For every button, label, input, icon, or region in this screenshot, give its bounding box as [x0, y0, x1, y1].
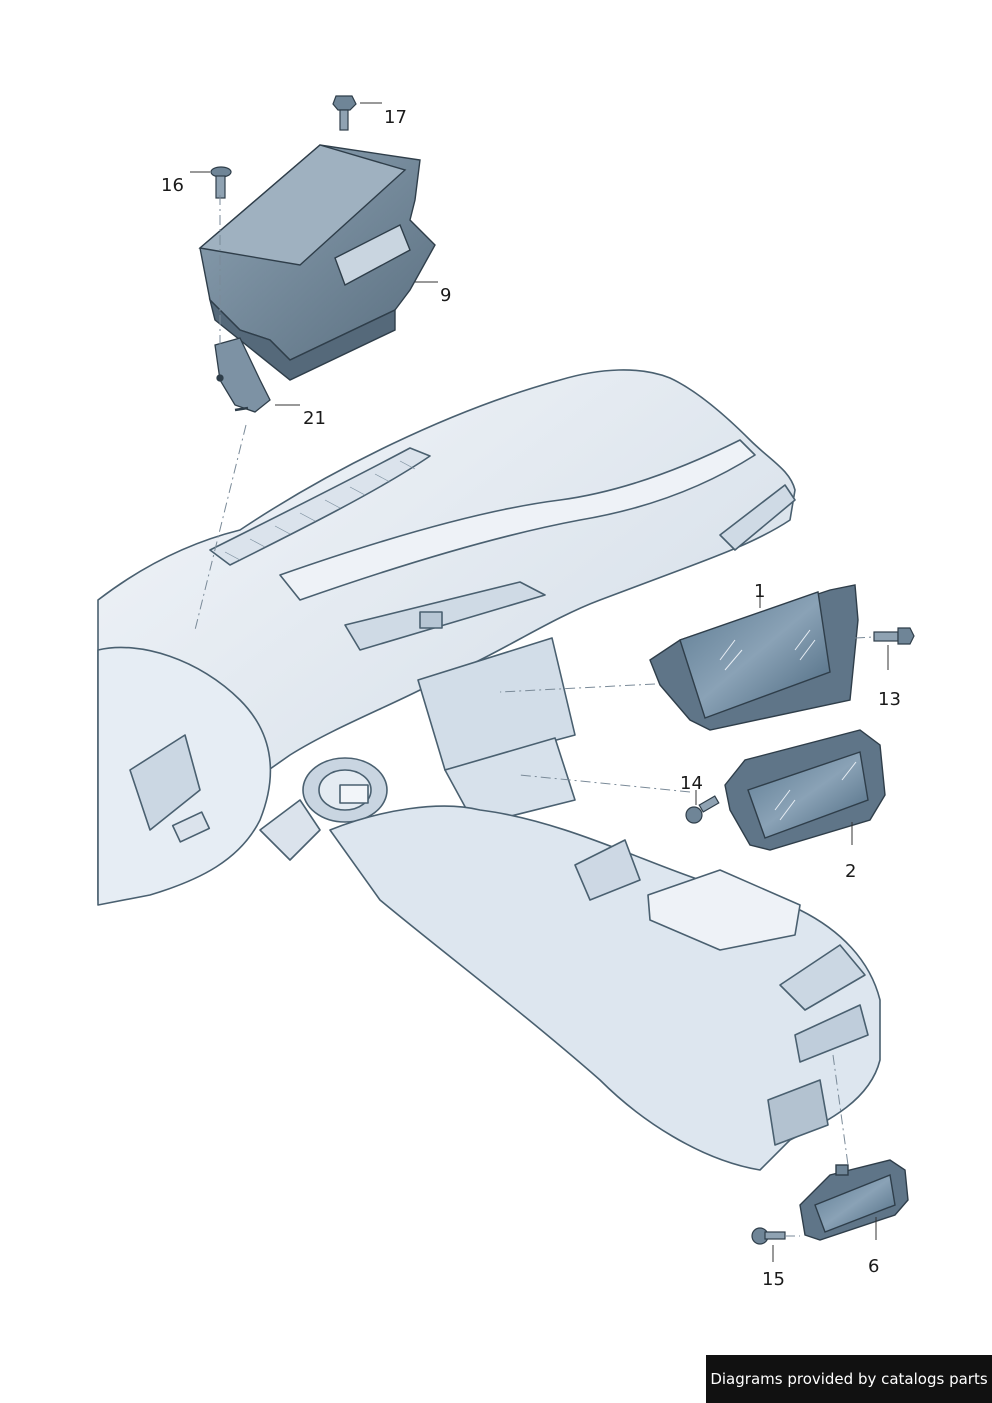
part-6-screen: [814, 1174, 896, 1233]
part-14-screw: [685, 795, 720, 824]
left-switch: [171, 811, 211, 843]
display-recess: [417, 637, 576, 771]
rear-console-display-slot: [794, 1004, 869, 1063]
right-air-vent: [719, 484, 796, 551]
part-9-cluster-housing: [198, 144, 436, 381]
label-part-9: 9: [440, 285, 452, 306]
part-1-screen: [679, 591, 831, 719]
left-air-vent: [129, 734, 201, 831]
rear-console-vent: [779, 944, 866, 1011]
label-part-6: 6: [868, 1256, 880, 1277]
dashboard: [97, 369, 881, 1171]
part-17-screw: [332, 95, 357, 131]
label-part-2: 2: [845, 861, 857, 882]
label-part-21: 21: [303, 408, 326, 429]
label-part-17: 17: [384, 107, 407, 128]
center-air-vent: [344, 581, 546, 651]
label-part-16: 16: [161, 175, 184, 196]
defrost-grille: [209, 447, 431, 566]
part-13-screw: [873, 627, 915, 645]
label-part-15: 15: [762, 1269, 785, 1290]
part-1-display: [649, 584, 859, 731]
part-21-bracket: [214, 337, 271, 413]
part-15-screw: [751, 1227, 786, 1245]
part-9-screen-window: [334, 224, 411, 286]
leader-lines: [190, 102, 889, 1262]
part-2-screen: [747, 751, 869, 839]
steering-column: [259, 757, 388, 861]
rear-console-storage: [767, 1079, 829, 1146]
label-part-1: 1: [754, 581, 766, 602]
vent-control: [419, 611, 443, 629]
label-part-13: 13: [878, 689, 901, 710]
dashboard-trim-band: [279, 439, 756, 601]
console-armrest: [647, 869, 801, 951]
footer-credit: Diagrams provided by catalogs parts: [706, 1355, 992, 1403]
part-2-display: [724, 729, 886, 851]
console-cupholder: [574, 839, 641, 901]
part-16-screw: [210, 166, 232, 199]
label-part-14: 14: [680, 773, 703, 794]
part-6-display: [799, 1159, 909, 1241]
grille-hatch: [224, 460, 416, 561]
